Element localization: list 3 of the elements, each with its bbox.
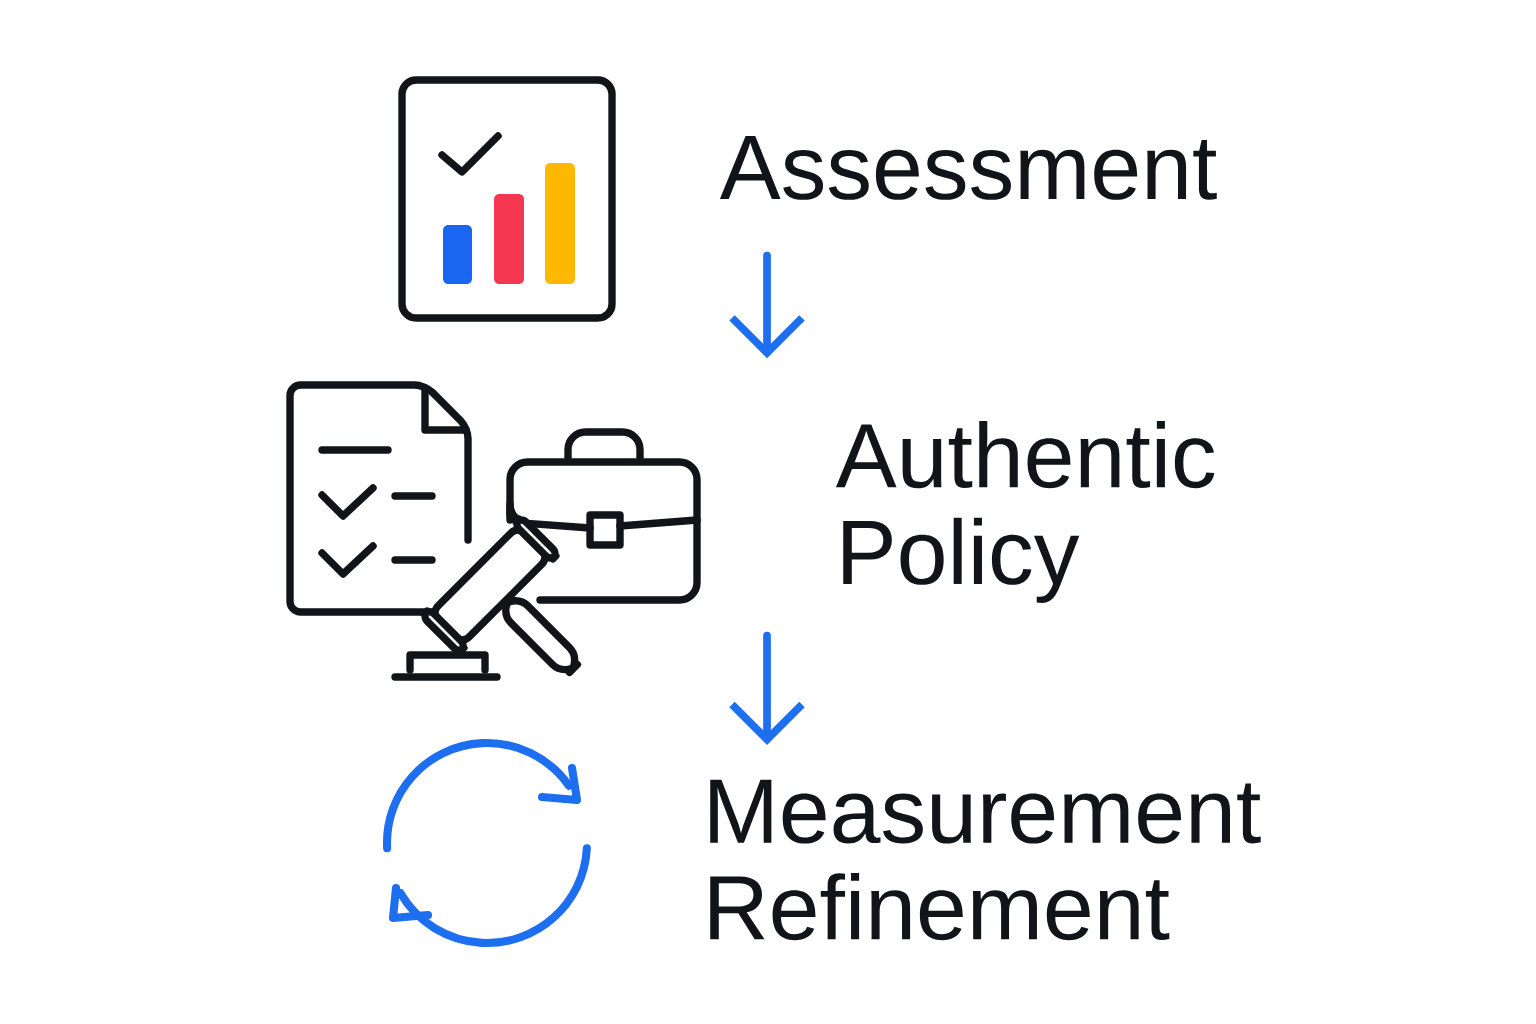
step-label: Authentic Policy — [835, 421, 1215, 603]
step-label: Assessment — [719, 136, 1217, 200]
step-label: Measurement Refinement — [710, 779, 1261, 941]
